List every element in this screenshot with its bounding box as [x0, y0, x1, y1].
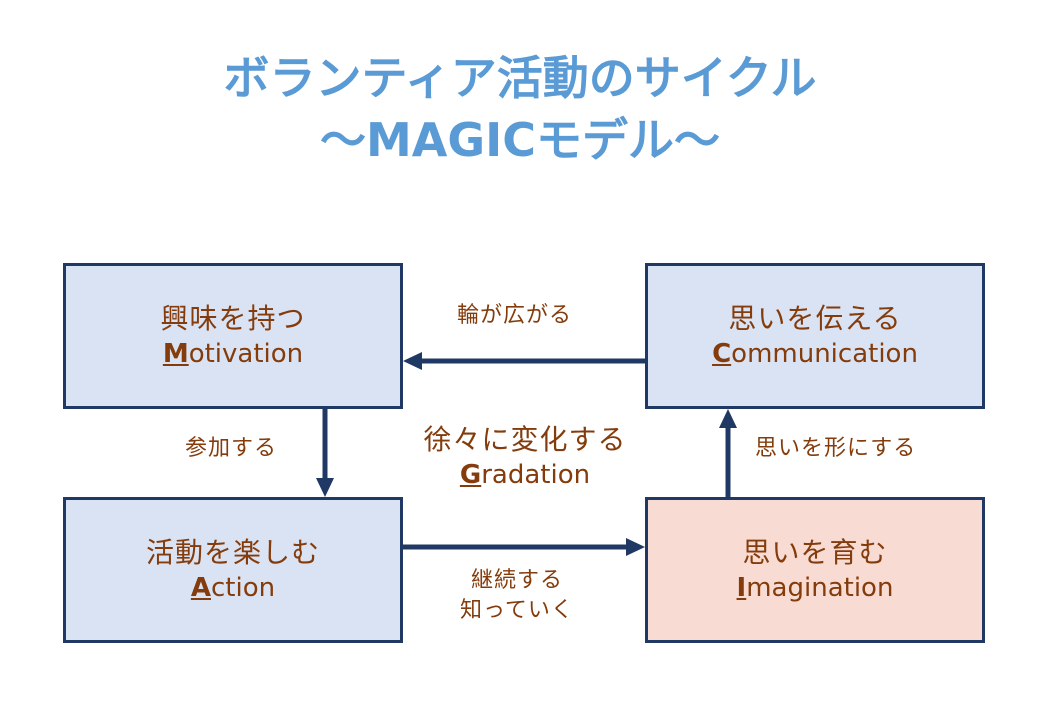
title-line-1: ボランティア活動のサイクル	[223, 51, 817, 105]
motivation-en: Motivation	[66, 338, 400, 370]
gradation-rest: radation	[481, 460, 591, 490]
gradation-jp: 徐々に変化する	[423, 423, 627, 456]
action-rest: ction	[211, 573, 276, 603]
imagination-initial: I	[736, 573, 747, 603]
action-box: 活動を楽しむ Action	[63, 497, 403, 643]
communication-rest: ommunication	[731, 339, 918, 369]
arrow-motivation-to-action	[316, 409, 334, 497]
label-shape: 思いを形にする	[755, 436, 917, 461]
imagination-rest: magination	[746, 573, 894, 603]
arrow-communication-to-motivation	[403, 352, 645, 370]
imagination-jp: 思いを育む	[742, 536, 888, 569]
arrow-action-to-imagination	[403, 538, 645, 556]
label-spread: 輪が広がる	[457, 303, 573, 328]
motivation-jp: 興味を持つ	[160, 302, 306, 335]
gradation-initial: G	[459, 460, 482, 490]
communication-box: 思いを伝える Communication	[645, 263, 985, 409]
action-jp: 活動を楽しむ	[145, 536, 320, 569]
motivation-initial: M	[162, 339, 189, 369]
label-continue: 継続する 知っていく	[460, 566, 574, 626]
label-continue-line-1: 継続する	[470, 568, 563, 593]
action-initial: A	[190, 573, 211, 603]
motivation-rest: otivation	[188, 339, 304, 369]
communication-jp: 思いを伝える	[728, 302, 902, 335]
communication-initial: C	[712, 339, 732, 369]
label-participate: 参加する	[185, 436, 278, 461]
action-en: Action	[66, 572, 400, 604]
motivation-box: 興味を持つ Motivation	[63, 263, 403, 409]
gradation-center: 徐々に変化する Gradation	[400, 422, 650, 492]
arrow-imagination-to-communication	[719, 409, 737, 497]
imagination-box: 思いを育む Imagination	[645, 497, 985, 643]
imagination-en: Imagination	[648, 572, 982, 604]
label-continue-line-2: 知っていく	[460, 598, 574, 623]
gradation-en: Gradation	[400, 458, 650, 492]
title-line-2: ～MAGICモデル～	[319, 113, 720, 167]
communication-en: Communication	[648, 338, 982, 370]
